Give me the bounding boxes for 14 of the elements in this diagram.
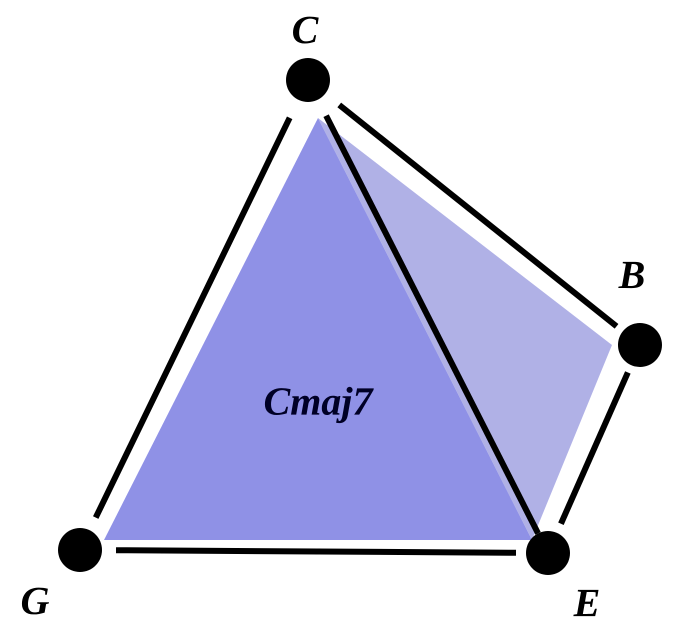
- edge-line: [116, 547, 516, 556]
- vertex-label: B: [618, 262, 644, 288]
- edge-line: [323, 114, 541, 535]
- vertex-dot: [58, 528, 102, 572]
- edge-line: [337, 102, 618, 329]
- vertex-label: E: [573, 590, 599, 616]
- vertex-dot: [286, 58, 330, 102]
- edge-line: [558, 371, 631, 525]
- vertex-dot: [526, 531, 570, 575]
- edge-line: [93, 116, 292, 519]
- vertex-dot: [618, 323, 662, 367]
- vertex-label: C: [293, 16, 319, 44]
- vertex-label: G: [22, 588, 49, 614]
- chord-label: Cmaj7: [264, 386, 374, 424]
